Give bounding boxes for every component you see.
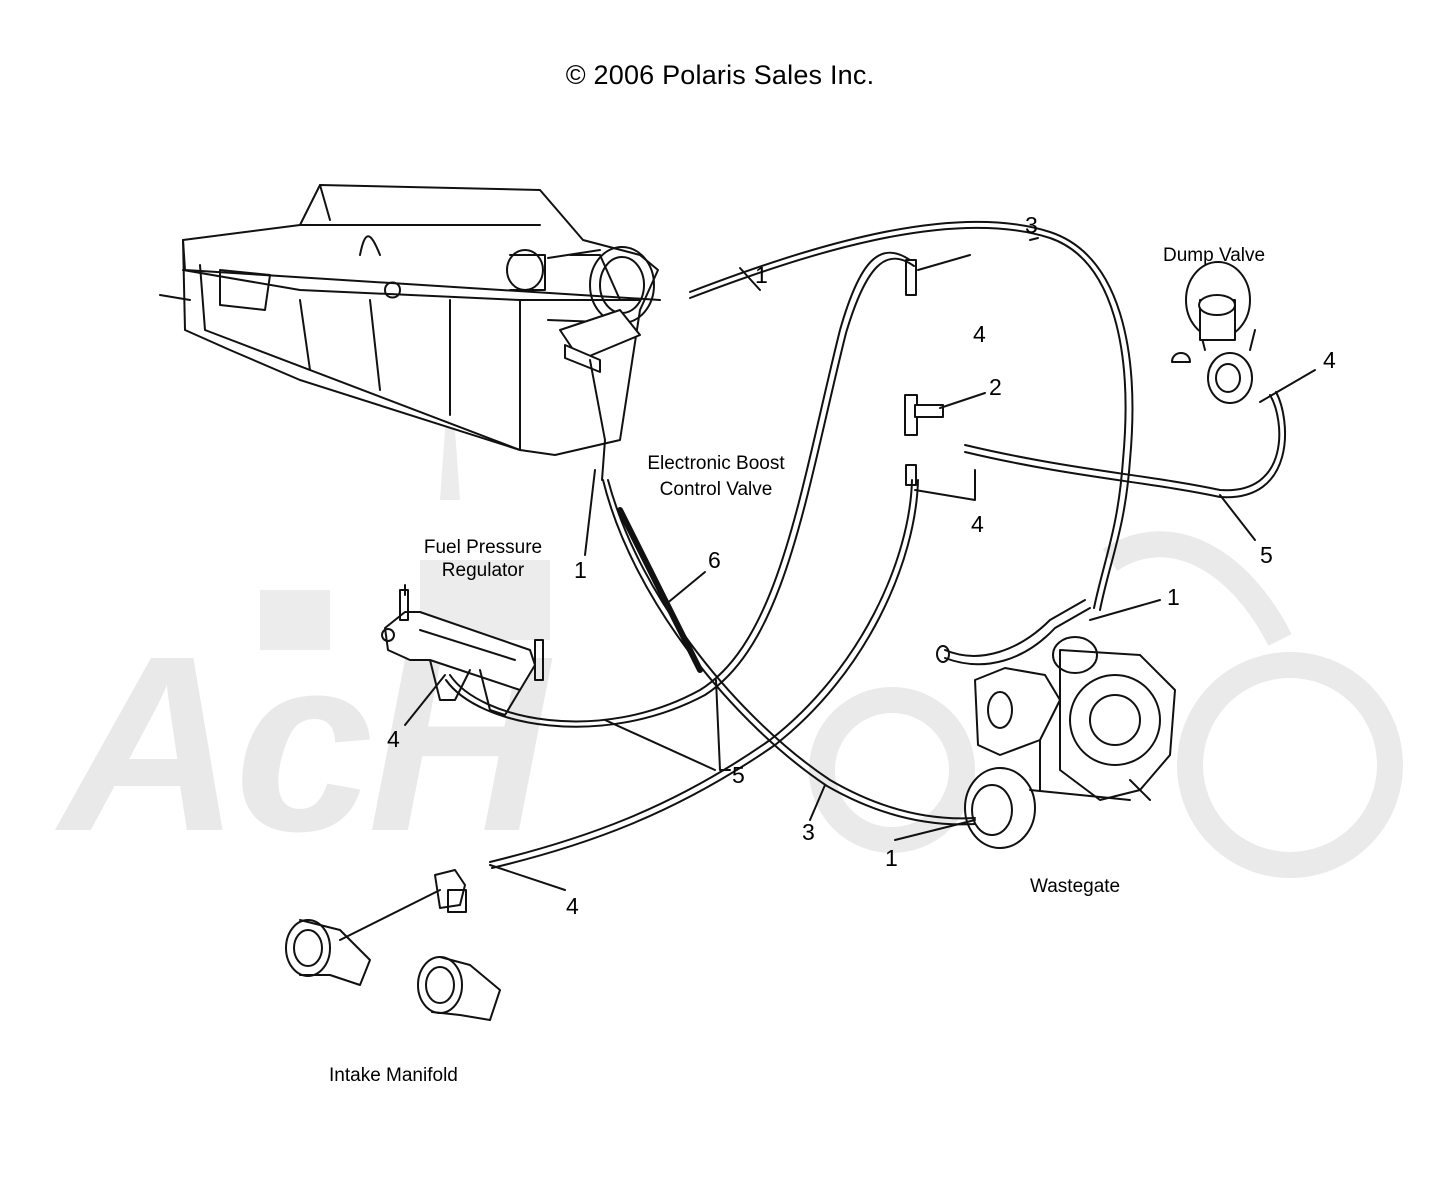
copyright-text: © 2006 Polaris Sales Inc. <box>565 60 875 90</box>
dump-valve-part <box>1171 261 1256 404</box>
intake-manifold-right <box>417 956 501 1021</box>
map-sensor-part <box>434 869 467 913</box>
ebcv-valve <box>559 309 641 481</box>
intake-manifold-label: Intake Manifold <box>329 1065 458 1086</box>
t-fitting <box>904 259 944 486</box>
callout-3-bottom: 3 <box>802 819 815 845</box>
callout-6: 6 <box>708 547 721 573</box>
oil-line <box>936 599 1091 666</box>
callout-1-waste: 1 <box>1167 584 1180 610</box>
callout-5-bottom: 5 <box>732 762 745 788</box>
callout-4-dump: 4 <box>1323 347 1336 373</box>
intercooler-box <box>159 184 661 456</box>
callout-5-right: 5 <box>1260 542 1273 568</box>
hose-3-top <box>689 220 1134 611</box>
callout-4-bottom: 4 <box>566 893 579 919</box>
ebcv-label-line1: Electronic Boost <box>647 453 785 474</box>
intake-manifold-left <box>285 919 371 986</box>
hose-5-right <box>964 391 1287 499</box>
callout-4-fpr: 4 <box>387 726 400 752</box>
fpr-label-line2: Regulator <box>441 560 525 581</box>
callout-2: 2 <box>989 374 1002 400</box>
callout-1-bottom: 1 <box>885 845 898 871</box>
dump-valve-label: Dump Valve <box>1163 245 1266 266</box>
callout-1-top: 1 <box>755 262 768 288</box>
hose-5-long <box>445 251 915 728</box>
wastegate-label: Wastegate <box>1030 876 1121 897</box>
turbo-wastegate-part <box>964 636 1176 849</box>
hose-3-bottom <box>602 479 976 826</box>
callout-4-top: 4 <box>973 321 986 347</box>
fpr-label-line1: Fuel Pressure <box>423 537 543 558</box>
fpr-label: Fuel Pressure Regulator <box>408 536 558 582</box>
callout-1-ebcv: 1 <box>574 557 587 583</box>
callout-4-mid: 4 <box>971 511 984 537</box>
callout-3-top: 3 <box>1025 212 1038 238</box>
hose-6 <box>617 507 703 673</box>
ebcv-label-line2: Control Valve <box>659 479 773 500</box>
fuel-pressure-regulator <box>381 584 544 716</box>
ebcv-label: Electronic Boost Control Valve <box>630 452 802 501</box>
